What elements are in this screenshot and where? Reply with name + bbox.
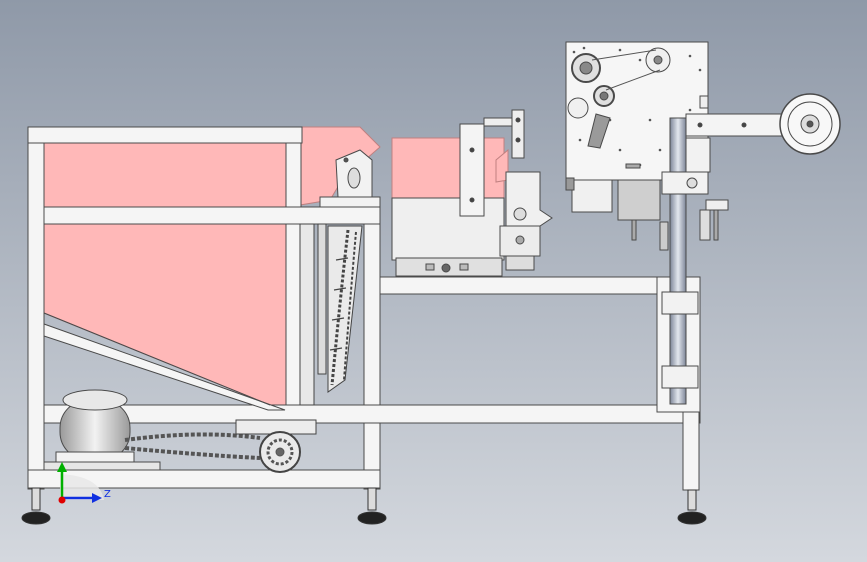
x-axis-dot [58,496,66,504]
foot-right [677,489,707,525]
drive-chain [124,419,317,473]
foot-left [21,487,51,525]
frame-beam-lower [43,404,701,424]
frame-post-mid [285,142,302,406]
hopper-frame [27,126,701,490]
frame-beam-bottom [27,469,381,489]
hopper-slope-edge [43,312,271,406]
drive-drum [43,389,161,471]
frame-beam-mid [43,206,381,225]
axis-triad: Z [57,462,111,504]
z-axis-label: Z [104,489,111,500]
frame-post-left [27,126,45,490]
foot-middle [357,487,387,525]
support-rod [631,117,729,405]
leveling-feet [21,487,707,525]
frame-post-right [363,205,381,490]
hopper-slope [43,323,286,411]
hopper-upper-panel [43,142,289,208]
hopper-bearing-bracket [319,149,381,208]
forming-unit [391,109,553,277]
label-roll-arm [685,93,841,155]
frame-beam-top [27,126,303,144]
chain-conveyor [299,223,363,406]
labeler-head [565,41,709,221]
